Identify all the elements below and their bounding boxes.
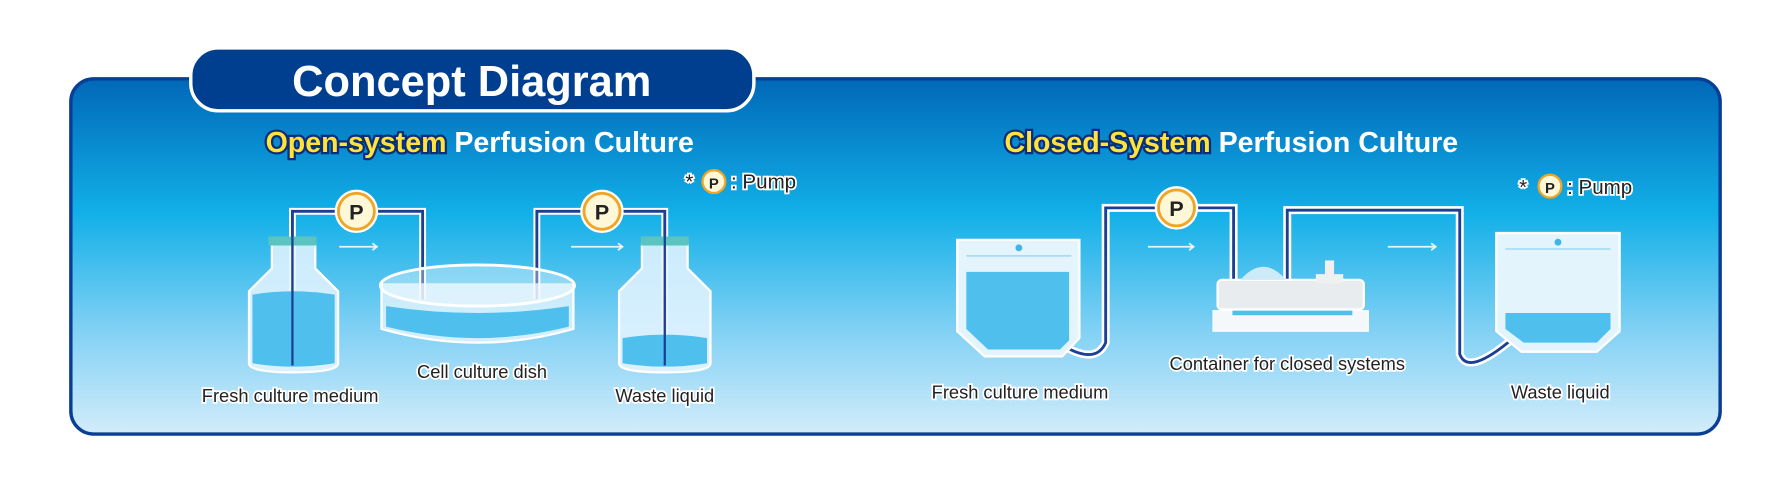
cell-culture-dish-icon xyxy=(378,263,576,344)
label-fresh-medium: Fresh culture medium xyxy=(202,385,379,406)
title: Concept Diagram xyxy=(292,58,651,106)
open-heading: Open-system Perfusion Culture xyxy=(266,127,694,159)
pump-1: P xyxy=(334,189,379,234)
label-fresh-medium: Fresh culture medium xyxy=(932,382,1109,403)
closed-system-section: Closed-System Perfusion Culture * P : Pu… xyxy=(930,125,1634,405)
svg-text:: Pump: : Pump xyxy=(1567,176,1632,199)
fresh-medium-bag-icon xyxy=(956,238,1081,358)
svg-text:*: * xyxy=(685,170,693,193)
panel xyxy=(69,77,1722,436)
svg-text:*: * xyxy=(1519,176,1527,199)
label-waste: Waste liquid xyxy=(1511,382,1610,403)
svg-text:P: P xyxy=(709,176,719,192)
label-container: Container for closed systems xyxy=(1170,353,1406,374)
svg-text:P: P xyxy=(595,199,609,224)
open-system-section: Open-system Perfusion Culture * P : Pump xyxy=(200,125,798,408)
pump-legend: * P : Pump xyxy=(1517,173,1634,201)
svg-text:P: P xyxy=(1545,181,1555,197)
waste-bag-icon xyxy=(1495,231,1621,353)
svg-text:: Pump: : Pump xyxy=(731,170,796,193)
label-waste: Waste liquid xyxy=(615,385,714,406)
fresh-medium-bottle-icon xyxy=(247,236,340,374)
flow-arrow-icon xyxy=(1147,242,1438,251)
pump-3: P xyxy=(1154,185,1199,231)
closed-heading: Closed-System Perfusion Culture xyxy=(1004,127,1458,159)
svg-text:P: P xyxy=(349,199,363,224)
pump-legend: * P : Pump xyxy=(684,169,798,195)
closed-container-icon xyxy=(1212,260,1369,332)
waste-bottle-icon xyxy=(617,236,712,374)
title-tab xyxy=(189,46,756,113)
pump-2: P xyxy=(579,189,625,234)
label-cell-dish: Cell culture dish xyxy=(417,361,547,382)
flow-arrow-icon xyxy=(339,242,624,251)
svg-text:P: P xyxy=(1169,196,1183,221)
